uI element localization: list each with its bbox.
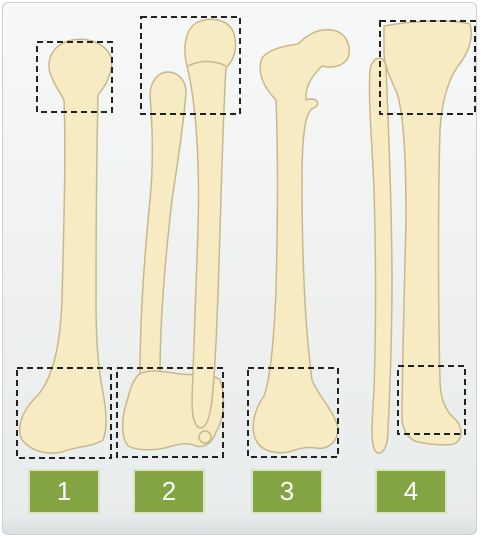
bone-2-right [185, 19, 236, 428]
bone-2-small-knob [199, 431, 211, 443]
bone-label-1: 1 [28, 469, 100, 514]
bone-4-thin [369, 58, 392, 453]
bone-label-4-text: 4 [404, 476, 418, 507]
bone-label-3: 3 [251, 469, 323, 514]
bone-2-left [140, 72, 186, 388]
bone-label-3-text: 3 [280, 476, 294, 507]
bone-3 [253, 30, 349, 453]
bone-label-4: 4 [375, 469, 447, 514]
bone-1 [20, 39, 112, 453]
bone-label-2-text: 2 [162, 476, 176, 507]
bone-label-2: 2 [133, 469, 205, 514]
bone-label-1-text: 1 [57, 476, 71, 507]
